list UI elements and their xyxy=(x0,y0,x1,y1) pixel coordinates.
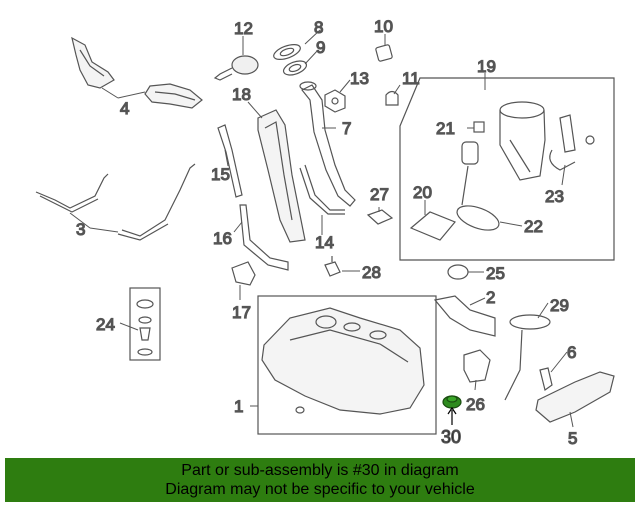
part-6-shape xyxy=(539,367,553,392)
callout-29: 29 xyxy=(550,296,569,315)
callout-19: 19 xyxy=(477,57,496,76)
callout-6: 6 xyxy=(567,343,576,362)
part-18-shape xyxy=(257,109,306,243)
callout-23: 23 xyxy=(545,187,564,206)
part-17-shape xyxy=(231,261,256,286)
part-23-shape xyxy=(549,114,595,171)
part-15-shape xyxy=(217,124,243,198)
part-3-shape xyxy=(35,163,196,241)
callout-18: 18 xyxy=(232,85,251,104)
callout-15: 15 xyxy=(211,165,230,184)
part-2-shape xyxy=(433,295,496,337)
part-14-shape xyxy=(299,164,345,215)
callout-25: 25 xyxy=(486,264,505,283)
part-29-shape xyxy=(504,314,551,401)
callout-16: 16 xyxy=(213,229,232,248)
callout-17: 17 xyxy=(232,303,251,322)
part-22-shape xyxy=(456,205,500,231)
callout-13: 13 xyxy=(350,69,369,88)
banner-line-1: Part or sub-assembly is #30 in diagram xyxy=(181,462,459,479)
callout-5: 5 xyxy=(568,429,577,448)
callout-2: 2 xyxy=(486,288,495,307)
callout-21: 21 xyxy=(436,119,455,138)
callout-20: 20 xyxy=(413,183,432,202)
part-25-shape xyxy=(447,264,469,280)
part-19-box xyxy=(399,77,615,261)
part-27-shape xyxy=(366,209,394,225)
part-19-shape xyxy=(499,101,546,181)
callout-28: 28 xyxy=(362,263,381,282)
callout-26: 26 xyxy=(466,395,485,414)
part-11-shape xyxy=(385,90,399,106)
callout-4: 4 xyxy=(120,99,129,118)
part-12-shape xyxy=(213,55,259,81)
part-5-shape xyxy=(535,371,615,423)
callout-30: 30 xyxy=(441,427,461,447)
part-20-shape xyxy=(409,141,479,241)
callout-22: 22 xyxy=(524,217,543,236)
callout-27: 27 xyxy=(370,185,389,204)
part-28-shape xyxy=(324,256,341,277)
callout-12: 12 xyxy=(234,19,253,38)
callout-7: 7 xyxy=(342,119,351,138)
part-16-shape xyxy=(239,204,289,271)
callout-24: 24 xyxy=(96,315,115,334)
part-9-shape xyxy=(282,60,308,76)
callout-14: 14 xyxy=(315,233,334,252)
part-21-shape xyxy=(473,121,485,133)
callout-9: 9 xyxy=(316,38,325,57)
part-8-shape xyxy=(273,44,301,60)
part-26-shape xyxy=(463,349,491,383)
part-13-shape xyxy=(324,89,346,113)
callout-1: 1 xyxy=(234,397,243,416)
part-1-box xyxy=(257,295,437,435)
banner-line-2: Diagram may not be specific to your vehi… xyxy=(165,481,475,498)
info-banner: Part or sub-assembly is #30 in diagram D… xyxy=(5,458,635,502)
part-24-box xyxy=(129,287,161,361)
part-4-shape xyxy=(71,36,203,109)
exploded-parts-diagram: 1 2 3 4 5 6 7 8 9 10 11 12 13 14 15 16 1… xyxy=(35,16,615,449)
part-10-shape xyxy=(375,44,393,62)
callout-10: 10 xyxy=(374,17,393,36)
part-30-shape xyxy=(442,395,462,409)
callout-3: 3 xyxy=(76,220,85,239)
callout-11: 11 xyxy=(402,69,420,88)
callout-8: 8 xyxy=(314,18,323,37)
part-7-shape xyxy=(299,81,356,207)
